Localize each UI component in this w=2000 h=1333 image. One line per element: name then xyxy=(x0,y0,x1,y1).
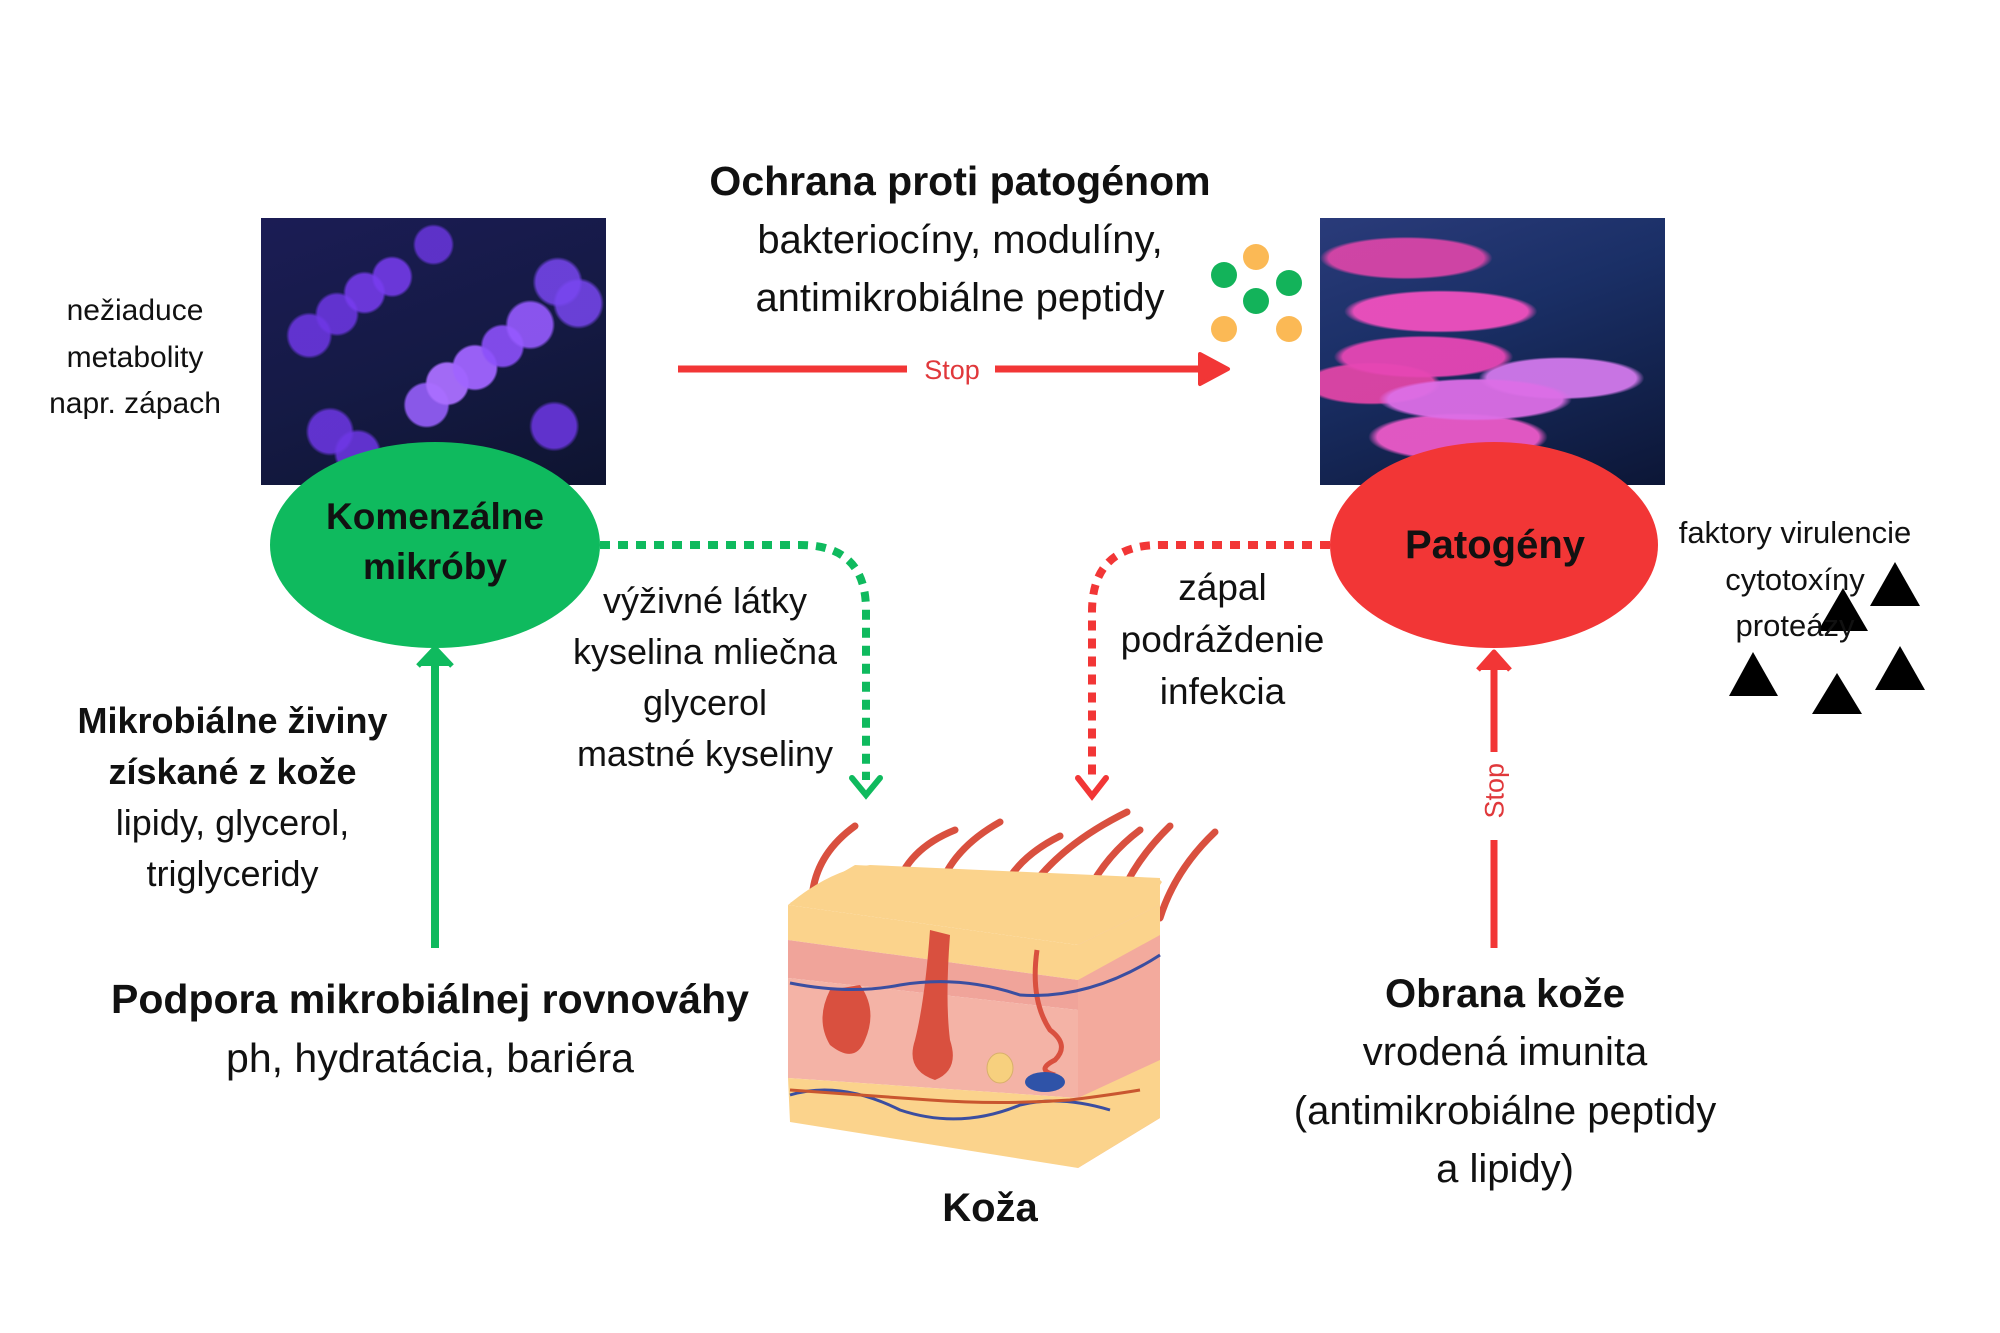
nerve-ending xyxy=(1025,1072,1065,1092)
triangle-icon xyxy=(1818,588,1868,631)
commensal-side-note: nežiaduce metabolity napr. zápach xyxy=(20,288,250,428)
pathogen-label-text: Patogény xyxy=(1404,523,1586,567)
effect-line: podráždenie xyxy=(1120,618,1325,660)
epidermis-top xyxy=(788,865,1160,945)
skin-defense-stop-arrow xyxy=(1476,649,1512,948)
nutrient-line: glycerol xyxy=(642,682,768,724)
stop-label-top: Stop xyxy=(924,355,980,385)
subcutis xyxy=(788,1078,1078,1168)
pathogen-bacteria-image xyxy=(1320,218,1665,485)
microbial-nutrients-line: triglyceridy xyxy=(146,853,319,895)
side-note-line: metabolity xyxy=(66,340,204,374)
skin-label: Koža xyxy=(942,1186,1038,1230)
effect-line: infekcia xyxy=(1159,670,1286,712)
skin-defense-line: (antimikrobiálne peptidy xyxy=(1293,1088,1717,1133)
blood-vessel-red xyxy=(789,1088,1141,1104)
protection-block: Ochrana proti patogénom bakteriocíny, mo… xyxy=(660,152,1260,327)
commensal-bacteria-image xyxy=(261,218,606,485)
antimicrobial-peptides-icon xyxy=(1211,244,1302,342)
nutrient-line: mastné kyseliny xyxy=(576,733,834,775)
nutrients-to-skin-text: výživné látky kyselina mliečna glycerol … xyxy=(555,575,855,779)
sebaceous-gland xyxy=(822,985,871,1054)
side-note-line: cytotoxíny xyxy=(1725,561,1865,597)
arrow-head-icon xyxy=(1075,775,1109,801)
stop-arrow-top xyxy=(678,352,1230,386)
protection-title: Ochrana proti patogénom xyxy=(709,158,1211,204)
pathogen-effects-text: zápal podráždenie infekcia xyxy=(1100,562,1345,717)
balance-support-subtitle: ph, hydratácia, bariéra xyxy=(226,1035,634,1082)
microbial-nutrients-text: Mikrobiálne živiny získané z kože lipidy… xyxy=(40,695,425,899)
hair-follicle xyxy=(912,930,953,1080)
stop-label-vertical: Stop xyxy=(1479,762,1510,819)
commensal-label: Komenzálne mikróby xyxy=(300,492,570,592)
protection-line: bakteriocíny, modulíny, xyxy=(757,218,1163,263)
triangle-icon xyxy=(1875,646,1925,690)
triangle-icon xyxy=(1812,673,1862,714)
microbial-nutrients-title: získané z kože xyxy=(108,751,357,793)
orange-dot xyxy=(1243,244,1269,270)
pacinian-corpuscle xyxy=(986,1052,1014,1084)
capillary-blue xyxy=(789,953,1161,997)
triangle-icon xyxy=(1870,562,1920,606)
side-note-line: nežiaduce xyxy=(66,294,204,327)
pathogen-to-skin-arrow xyxy=(1075,541,1330,801)
triangle-icon xyxy=(1729,652,1778,696)
side-note-line: proteázy xyxy=(1735,608,1855,643)
red-dotted-path xyxy=(1088,541,1330,780)
microbial-nutrients-line: lipidy, glycerol, xyxy=(115,802,350,844)
orange-dot xyxy=(1276,316,1302,342)
green-dotted-path xyxy=(600,541,870,780)
nutrient-line: výživné látky xyxy=(602,580,808,621)
nutrients-to-skin-arrow xyxy=(600,541,883,800)
virulence-factors-icon xyxy=(1729,562,1925,714)
green-dot xyxy=(1276,270,1302,296)
orange-dot xyxy=(1211,316,1237,342)
skin-defense-title: Obrana kože xyxy=(1384,972,1626,1016)
nutrient-line: kyselina mliečna xyxy=(572,631,838,673)
arrow-head-icon xyxy=(849,775,883,800)
skin-defense-line: vrodená imunita xyxy=(1362,1030,1648,1075)
skin-defense-line: a lipidy) xyxy=(1436,1147,1574,1192)
protection-line: antimikrobiálne peptidy xyxy=(755,276,1165,321)
green-dot xyxy=(1243,288,1269,314)
arrow-head-icon xyxy=(1476,649,1512,672)
effect-line: zápal xyxy=(1178,567,1267,608)
side-note-line: napr. zápach xyxy=(49,387,221,420)
pathogen-side-note: faktory virulencie cytotoxíny proteázy xyxy=(1655,510,1935,650)
commensal-ellipse xyxy=(270,442,600,648)
arrow-head-icon xyxy=(416,645,454,668)
commensal-label-line1: Komenzálne xyxy=(326,496,544,537)
arrow-head-icon xyxy=(1198,352,1230,386)
green-dot xyxy=(1211,262,1237,288)
side-note-line: faktory virulencie xyxy=(1678,515,1912,550)
skin-illustration xyxy=(788,808,1219,1168)
pathogen-ellipse xyxy=(1330,442,1658,648)
sweat-gland xyxy=(1032,949,1064,1078)
balance-support-text: Podpora mikrobiálnej rovnováhy ph, hydra… xyxy=(60,970,800,1089)
commensal-label-line2: mikróby xyxy=(363,545,507,587)
pathogen-label: Patogény xyxy=(1350,518,1640,572)
skin-defense-text: Obrana kože vrodená imunita (antimikrobi… xyxy=(1230,965,1780,1199)
microbial-nutrients-title: Mikrobiálne živiny xyxy=(77,700,388,741)
balance-support-title: Podpora mikrobiálnej rovnováhy xyxy=(111,976,749,1022)
